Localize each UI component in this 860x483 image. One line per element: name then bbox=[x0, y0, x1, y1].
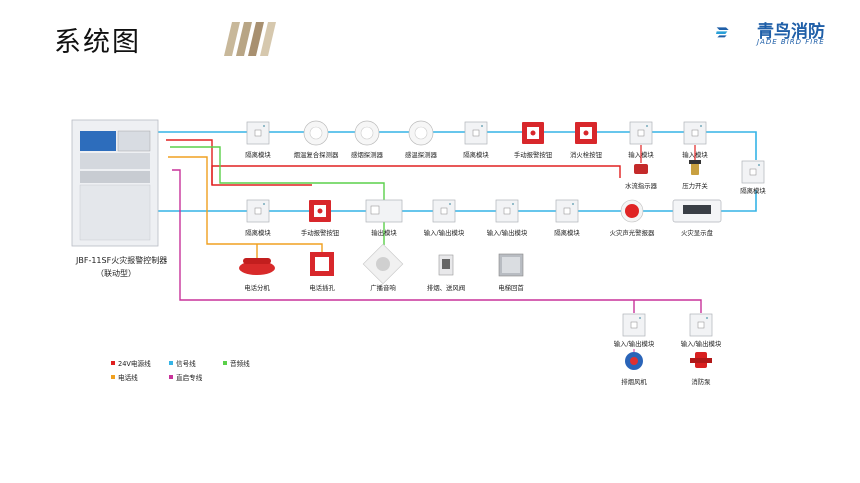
row1-device-8 bbox=[683, 121, 707, 145]
brand-logo bbox=[716, 27, 729, 38]
row2-label-3: 输入/输出模块 bbox=[424, 228, 465, 237]
power-line-2 bbox=[211, 165, 621, 185]
legend-label-4: 直启专线 bbox=[176, 373, 203, 382]
legend-swatch-3 bbox=[111, 375, 115, 379]
water-flow-indicator-icon bbox=[634, 145, 648, 174]
legend-swatch-2 bbox=[223, 361, 227, 365]
row4-sub-label-1: 消防泵 bbox=[691, 377, 711, 386]
row3-device-4 bbox=[498, 253, 524, 277]
controller-sublabel: （联动型） bbox=[96, 268, 136, 278]
row1-device-3 bbox=[408, 120, 434, 146]
row1-sub-label-1: 压力开关 bbox=[682, 181, 708, 190]
decorative-stripes bbox=[224, 22, 276, 56]
signal-line-row2 bbox=[156, 190, 757, 212]
audio-line bbox=[170, 146, 385, 200]
row2-device-0 bbox=[246, 199, 270, 223]
row3-label-1: 电话插孔 bbox=[309, 283, 335, 292]
row3-label-4: 电梯回首 bbox=[498, 283, 524, 292]
row4-label-0: 输入/输出模块 bbox=[614, 339, 655, 348]
row2-label-4: 输入/输出模块 bbox=[487, 228, 528, 237]
row3-label-0: 电话分机 bbox=[244, 283, 270, 292]
direct-line bbox=[172, 169, 702, 313]
fire-pump-icon bbox=[690, 352, 712, 368]
row3-device-3 bbox=[438, 254, 454, 276]
right-module-label: 隔离模块 bbox=[740, 186, 766, 195]
row2-device-5 bbox=[555, 199, 579, 223]
row1-device-4 bbox=[464, 121, 488, 145]
controller-label: JBF-11SF火灾报警控制器 bbox=[75, 255, 167, 265]
row1-device-7 bbox=[629, 121, 653, 145]
row4-label-1: 输入/输出模块 bbox=[681, 339, 722, 348]
row3-device-2 bbox=[362, 243, 404, 285]
pressure-switch-icon bbox=[689, 145, 701, 175]
row1-label-0: 隔离模块 bbox=[245, 150, 271, 159]
smoke-exhaust-fan-icon bbox=[625, 349, 643, 370]
row2-label-0: 隔离模块 bbox=[245, 228, 271, 237]
row2-label-5: 隔离模块 bbox=[554, 228, 580, 237]
row2-devices: 隔离模块 手动报警按钮 输出模块 输入/输出模块 输入/输出模块 隔离模块 火灾声光警报器 火… bbox=[245, 199, 722, 237]
row3-devices: 电话分机 电话插孔 广播音响 排烟、送风阀 电梯回首 bbox=[239, 243, 524, 292]
phone-line bbox=[168, 156, 323, 252]
row3-device-0 bbox=[239, 258, 275, 275]
legend-label-2: 音频线 bbox=[230, 359, 250, 368]
row1-label-3: 感温探测器 bbox=[405, 150, 438, 159]
row4-devices: 输入/输出模块输入/输出模块排烟风机消防泵 bbox=[614, 313, 722, 386]
row2-device-7 bbox=[672, 199, 722, 223]
row2-device-1 bbox=[309, 200, 331, 222]
row1-device-0 bbox=[246, 121, 270, 145]
legend-label-0: 24V电源线 bbox=[118, 359, 151, 368]
row1-label-6: 消火栓按钮 bbox=[570, 150, 603, 159]
row1-device-2 bbox=[354, 120, 380, 146]
brand-name: 青鸟消防 bbox=[757, 22, 825, 42]
legend-swatch-1 bbox=[169, 361, 173, 365]
controller-cabinet bbox=[71, 119, 159, 247]
legend-swatch-4 bbox=[169, 375, 173, 379]
legend-label-1: 信号线 bbox=[176, 359, 196, 368]
row1-label-5: 手动报警按钮 bbox=[514, 150, 553, 159]
legend-label-3: 电话线 bbox=[118, 373, 138, 382]
row2-label-7: 火灾显示盘 bbox=[681, 228, 714, 237]
power-line bbox=[166, 139, 312, 186]
row4-device-1 bbox=[689, 313, 713, 337]
row2-device-3 bbox=[432, 199, 456, 223]
row2-label-2: 输出模块 bbox=[371, 228, 397, 237]
brand-subtitle: JADE BIRD FIRE bbox=[757, 38, 825, 46]
legend-swatch-0 bbox=[111, 361, 115, 365]
row1-device-6 bbox=[575, 122, 597, 144]
row3-label-3: 排烟、送风阀 bbox=[427, 283, 465, 292]
row1-label-1: 烟温复合探测器 bbox=[294, 150, 339, 159]
row2-device-2 bbox=[365, 199, 403, 223]
row2-device-6 bbox=[620, 199, 644, 223]
row4-device-0 bbox=[622, 313, 646, 337]
page-title: 系统图 bbox=[54, 27, 141, 58]
row1-device-1 bbox=[303, 120, 329, 146]
row1-label-2: 感烟探测器 bbox=[351, 150, 384, 159]
row1-devices: 隔离模块烟温复合探测器感烟探测器感温探测器隔离模块手动报警按钮消火栓按钮输入模块… bbox=[245, 120, 766, 195]
row2-label-6: 火灾声光警报器 bbox=[610, 228, 655, 237]
row4-sub-label-0: 排烟风机 bbox=[621, 377, 647, 386]
row3-label-2: 广播音响 bbox=[370, 283, 396, 292]
row1-sub-label-0: 水流指示器 bbox=[625, 181, 658, 190]
row1-device-5 bbox=[522, 122, 544, 144]
right-isolation-module bbox=[741, 160, 765, 184]
row1-label-4: 隔离模块 bbox=[463, 150, 489, 159]
row2-device-4 bbox=[495, 199, 519, 223]
row2-label-1: 手动报警按钮 bbox=[301, 228, 340, 237]
row3-device-1 bbox=[310, 252, 334, 276]
